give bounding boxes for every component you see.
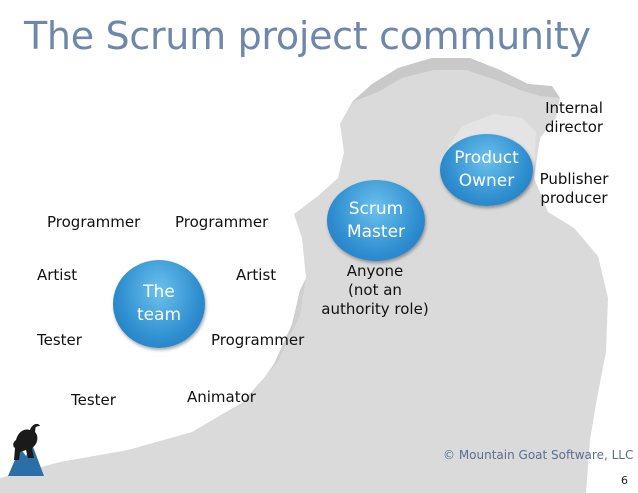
- team-oval-line2: team: [136, 305, 182, 325]
- publisher-line2: producer: [540, 189, 608, 207]
- label-artist-1: Artist: [37, 266, 78, 284]
- label-programmer-3: Programmer: [211, 331, 305, 349]
- publisher-line1: Publisher: [539, 170, 609, 188]
- label-artist-2: Artist: [236, 266, 277, 284]
- scrum-master-oval-line2: Master: [346, 221, 406, 242]
- internal-line1: Internal: [545, 99, 603, 117]
- page-number: 6: [621, 474, 628, 487]
- label-programmer-2: Programmer: [175, 213, 269, 231]
- scrum-master-note-line1: Anyone: [346, 262, 404, 280]
- team-oval-line1: The: [143, 282, 175, 302]
- team-oval: The team: [113, 260, 205, 348]
- slide-title: The Scrum project community: [24, 14, 591, 58]
- label-animator: Animator: [187, 388, 256, 406]
- product-owner-example-publisher: Publisher producer: [533, 170, 615, 208]
- scrum-master-note: Anyone (not an authority role): [314, 262, 436, 319]
- label-tester-2: Tester: [71, 391, 116, 409]
- mountain-goat-logo-icon: [8, 423, 44, 476]
- copyright-notice: © Mountain Goat Software, LLC: [443, 448, 634, 462]
- scrum-master-note-line2: (not an: [348, 281, 402, 299]
- scrum-master-note-line3: authority role): [321, 300, 429, 318]
- product-owner-oval-line1: Product: [454, 148, 519, 168]
- scrum-master-oval-line1: Scrum: [348, 198, 404, 219]
- label-tester-1: Tester: [37, 331, 82, 349]
- product-owner-example-internal: Internal director: [536, 99, 612, 137]
- label-programmer-1: Programmer: [47, 213, 141, 231]
- product-owner-oval-line2: Owner: [458, 171, 515, 191]
- internal-line2: director: [544, 118, 604, 136]
